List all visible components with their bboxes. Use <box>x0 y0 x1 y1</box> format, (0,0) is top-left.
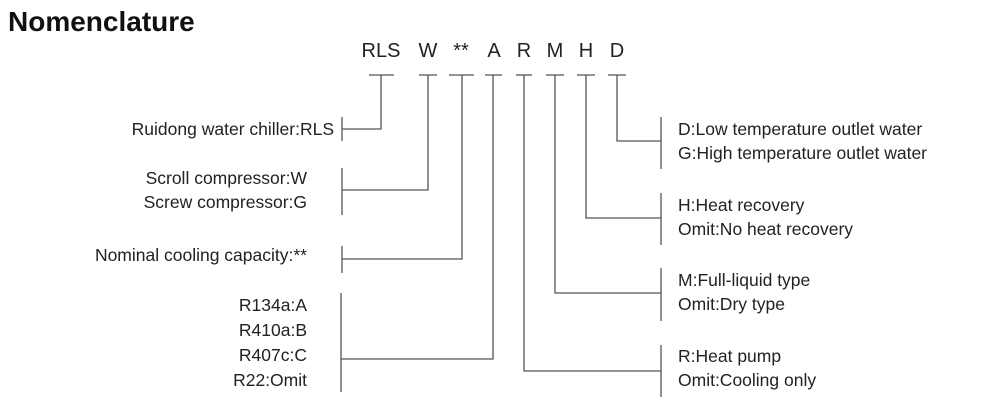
code-rls: RLS <box>361 40 401 62</box>
code-capacity: ** <box>453 40 469 62</box>
label-compressor: Scroll compressor:W Screw compressor:G <box>144 166 307 214</box>
connector-rls <box>342 75 382 130</box>
code-r: R <box>516 40 532 62</box>
label-refrigerant: R134a:A R410a:B R407c:C R22:Omit <box>233 293 307 393</box>
label-outlet: D:Low temperature outlet water G:High te… <box>678 117 927 165</box>
code-h: H <box>578 40 594 62</box>
code-m: M <box>546 40 564 62</box>
label-line: Scroll compressor:W <box>145 168 307 188</box>
label-line: H:Heat recovery <box>678 195 805 215</box>
connector-capacity <box>342 75 463 260</box>
label-line: Screw compressor:G <box>143 192 307 212</box>
label-line: D:Low temperature outlet water <box>678 119 923 139</box>
label-line: M:Full-liquid type <box>678 270 811 290</box>
label-pump: R:Heat pump Omit:Cooling only <box>678 344 816 392</box>
page-title: Nomenclature <box>8 6 195 37</box>
connector-liquid <box>554 75 661 294</box>
label-liquid: M:Full-liquid type Omit:Dry type <box>678 268 810 316</box>
code-a: A <box>487 40 501 62</box>
connector-compressor <box>342 75 429 191</box>
label-line: R407c:C <box>238 345 307 365</box>
connector-outlet <box>616 75 661 142</box>
label-line: Omit:No heat recovery <box>678 219 854 239</box>
label-line: Omit:Dry type <box>678 294 785 314</box>
label-line: R410a:B <box>238 320 307 340</box>
code-w: W <box>418 40 438 62</box>
connector-pump <box>523 75 661 372</box>
connector-recovery <box>585 75 661 219</box>
label-line: R22:Omit <box>233 370 307 390</box>
label-line: Nominal cooling capacity:** <box>94 245 307 265</box>
connector-refrigerant <box>341 75 494 360</box>
code-d: D <box>609 40 625 62</box>
label-line: R:Heat pump <box>678 346 782 366</box>
label-line: Omit:Cooling only <box>678 370 817 390</box>
label-line: R134a:A <box>238 295 307 315</box>
label-line: Ruidong water chiller:RLS <box>131 119 334 139</box>
label-recovery: H:Heat recovery Omit:No heat recovery <box>678 193 853 241</box>
label-line: G:High temperature outlet water <box>678 143 928 163</box>
label-rls: Ruidong water chiller:RLS <box>132 117 334 141</box>
label-capacity: Nominal cooling capacity:** <box>95 243 307 267</box>
